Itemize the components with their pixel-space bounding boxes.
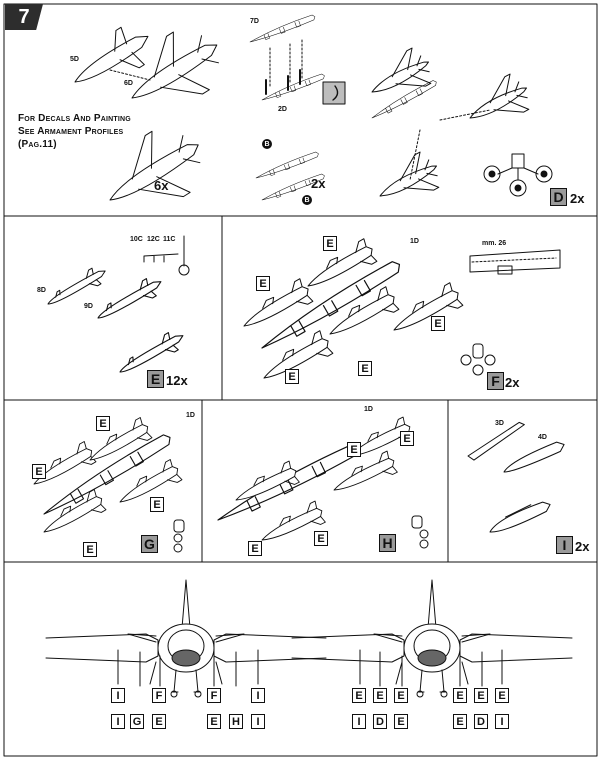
part-1d: 1D <box>364 406 373 413</box>
station-box-e: E <box>400 431 414 446</box>
station-left-bottom: I <box>251 714 265 729</box>
decal-note-line3: (Pag.11) <box>18 139 57 150</box>
station-box-e: E <box>358 361 372 376</box>
marker-b-bottom: B <box>302 195 312 205</box>
part-4d: 4D <box>538 434 547 441</box>
station-left-bottom: H <box>229 714 243 729</box>
station-box-e-12x: E <box>147 370 164 388</box>
station-box-d: D <box>550 188 567 206</box>
station-box-e: E <box>150 497 164 512</box>
station-left-bottom: G <box>130 714 144 729</box>
station-box-e: E <box>256 276 270 291</box>
station-box-i: I <box>556 536 573 554</box>
station-left-bottom: I <box>111 714 125 729</box>
part-2d: 2D <box>278 106 287 113</box>
station-right-top: E <box>474 688 488 703</box>
marker-b-top: B <box>262 139 272 149</box>
station-box-g: G <box>141 535 158 553</box>
station-box-e: E <box>248 541 262 556</box>
station-left-top: F <box>152 688 166 703</box>
station-right-top: E <box>373 688 387 703</box>
part-1d: 1D <box>186 412 195 419</box>
station-right-bottom: I <box>352 714 366 729</box>
station-right-bottom: E <box>453 714 467 729</box>
station-left-top: F <box>207 688 221 703</box>
station-right-bottom: D <box>373 714 387 729</box>
part-7d: 7D <box>250 18 259 25</box>
part-10c: 10C <box>130 236 143 243</box>
decal-note: For Decals And Painting See Armament Pro… <box>18 112 131 151</box>
station-box-e: E <box>323 236 337 251</box>
station-right-top: E <box>453 688 467 703</box>
dimension-mm26: mm. 26 <box>482 240 507 247</box>
station-box-f: F <box>487 372 504 390</box>
station-box-e: E <box>96 416 110 431</box>
station-right-top: E <box>495 688 509 703</box>
station-box-e: E <box>431 316 445 331</box>
qty-2x-rack: 2x <box>311 176 326 191</box>
qty-2x-i: 2x <box>575 539 590 554</box>
station-left-bottom: E <box>207 714 221 729</box>
station-left-top: I <box>251 688 265 703</box>
part-8d: 8D <box>37 287 46 294</box>
station-box-e: E <box>32 464 46 479</box>
station-right-top: E <box>394 688 408 703</box>
part-11c: 11C <box>163 236 176 243</box>
station-right-bottom: I <box>495 714 509 729</box>
part-1d: 1D <box>410 238 419 245</box>
station-box-e: E <box>347 442 361 457</box>
part-9d: 9D <box>84 303 93 310</box>
station-left-top: I <box>111 688 125 703</box>
station-right-bottom: D <box>474 714 488 729</box>
station-right-bottom: E <box>394 714 408 729</box>
decal-note-line2: See Armament Profiles <box>18 126 124 137</box>
part-12c: 12C <box>147 236 160 243</box>
qty-6x: 6x <box>154 178 169 193</box>
station-box-e: E <box>314 531 328 546</box>
qty-2x-d: 2x <box>570 191 585 206</box>
part-5d: 5D <box>70 56 79 63</box>
qty-12x: 12x <box>166 373 188 388</box>
station-left-bottom: E <box>152 714 166 729</box>
station-box-h: H <box>379 534 396 552</box>
part-3d: 3D <box>495 420 504 427</box>
decal-note-line1: For Decals And Painting <box>18 113 131 124</box>
station-right-top: E <box>352 688 366 703</box>
step-number: 7 <box>5 4 43 30</box>
station-box-e: E <box>83 542 97 557</box>
station-box-e: E <box>285 369 299 384</box>
qty-2x-f: 2x <box>505 375 520 390</box>
part-6d: 6D <box>124 80 133 87</box>
